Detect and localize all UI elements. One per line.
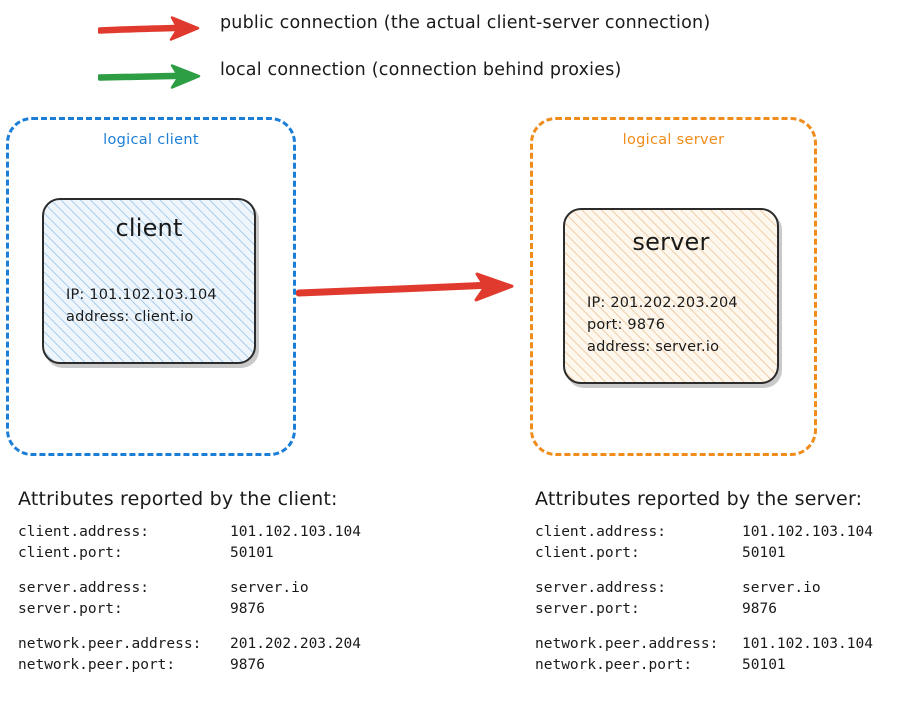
table-row: client.address: 101.102.103.104 (18, 522, 418, 543)
attribute-key: client.port: (18, 545, 123, 561)
legend-item-local-connection: local connection (connection behind prox… (0, 55, 900, 95)
attribute-key: client.port: (535, 545, 640, 561)
table-row: server.port: 9876 (18, 599, 418, 620)
server-attribute-group: client.address: 101.102.103.104 client.p… (535, 522, 900, 564)
attribute-key: network.peer.address: (535, 636, 719, 652)
table-row: server.address: server.io (18, 578, 418, 599)
legend: public connection (the actual client-ser… (0, 0, 900, 105)
table-row: server.address: server.io (535, 578, 900, 599)
server-node-prop-ip: IP: 201.202.203.204 (587, 295, 738, 311)
attribute-value: 50101 (742, 657, 786, 673)
attribute-value: 101.102.103.104 (742, 636, 873, 652)
table-row: network.peer.address: 101.102.103.104 (535, 634, 900, 655)
attribute-key: server.address: (535, 580, 666, 596)
attribute-value: 9876 (230, 601, 265, 617)
table-row: client.port: 50101 (535, 543, 900, 564)
server-node-properties: IP: 201.202.203.204 port: 9876 address: … (587, 292, 738, 358)
attribute-key: network.peer.address: (18, 636, 202, 652)
attribute-value: 9876 (742, 601, 777, 617)
client-attributes-heading: Attributes reported by the client: (18, 488, 338, 510)
attribute-key: server.port: (18, 601, 123, 617)
client-attribute-group: network.peer.address: 201.202.203.204 ne… (18, 634, 418, 676)
client-attribute-group: server.address: server.io server.port: 9… (18, 578, 418, 620)
attribute-value: 50101 (742, 545, 786, 561)
attribute-key: server.port: (535, 601, 640, 617)
table-row: network.peer.port: 9876 (18, 655, 418, 676)
logical-server-title: logical server (622, 132, 725, 148)
server-node-prop-address: address: server.io (587, 339, 720, 355)
table-row: network.peer.address: 201.202.203.204 (18, 634, 418, 655)
client-node-prop-address: address: client.io (66, 309, 194, 325)
attribute-value: 9876 (230, 657, 265, 673)
client-node-title: client (115, 214, 183, 242)
table-row: server.port: 9876 (535, 599, 900, 620)
server-node-prop-port: port: 9876 (587, 317, 666, 333)
attribute-key: client.address: (18, 524, 149, 540)
attribute-key: network.peer.port: (18, 657, 176, 673)
client-node: client IP: 101.102.103.104 address: clie… (42, 198, 256, 364)
server-attribute-group: server.address: server.io server.port: 9… (535, 578, 900, 620)
table-row: client.address: 101.102.103.104 (535, 522, 900, 543)
logical-server-group: logical server (530, 117, 817, 456)
logical-client-group: logical client (6, 117, 296, 456)
attribute-key: network.peer.port: (535, 657, 693, 673)
attribute-value: 101.102.103.104 (230, 524, 361, 540)
server-attribute-group: network.peer.address: 101.102.103.104 ne… (535, 634, 900, 676)
legend-label-local-connection: local connection (connection behind prox… (220, 60, 622, 80)
legend-label-public-connection: public connection (the actual client-ser… (220, 13, 711, 33)
server-attributes-heading: Attributes reported by the server: (535, 488, 863, 510)
attribute-value: 101.102.103.104 (742, 524, 873, 540)
attribute-key: client.address: (535, 524, 666, 540)
attribute-value: server.io (742, 580, 821, 596)
client-node-prop-ip: IP: 101.102.103.104 (66, 287, 217, 303)
table-row: network.peer.port: 50101 (535, 655, 900, 676)
green-arrow-icon (96, 61, 206, 91)
table-row: client.port: 50101 (18, 543, 418, 564)
client-attributes-block: Attributes reported by the client: clien… (18, 486, 418, 676)
red-arrow-icon (96, 14, 206, 44)
server-node: server IP: 201.202.203.204 port: 9876 ad… (563, 208, 779, 384)
server-node-title: server (632, 228, 710, 256)
attribute-value: 50101 (230, 545, 274, 561)
public-connection-arrow-icon (295, 272, 520, 308)
server-attributes-block: Attributes reported by the server: clien… (535, 486, 900, 676)
client-attribute-group: client.address: 101.102.103.104 client.p… (18, 522, 418, 564)
attribute-value: 201.202.203.204 (230, 636, 361, 652)
attribute-value: server.io (230, 580, 309, 596)
logical-client-title: logical client (103, 132, 199, 148)
client-node-properties: IP: 101.102.103.104 address: client.io (66, 284, 217, 328)
attribute-key: server.address: (18, 580, 149, 596)
legend-item-public-connection: public connection (the actual client-ser… (0, 8, 900, 48)
